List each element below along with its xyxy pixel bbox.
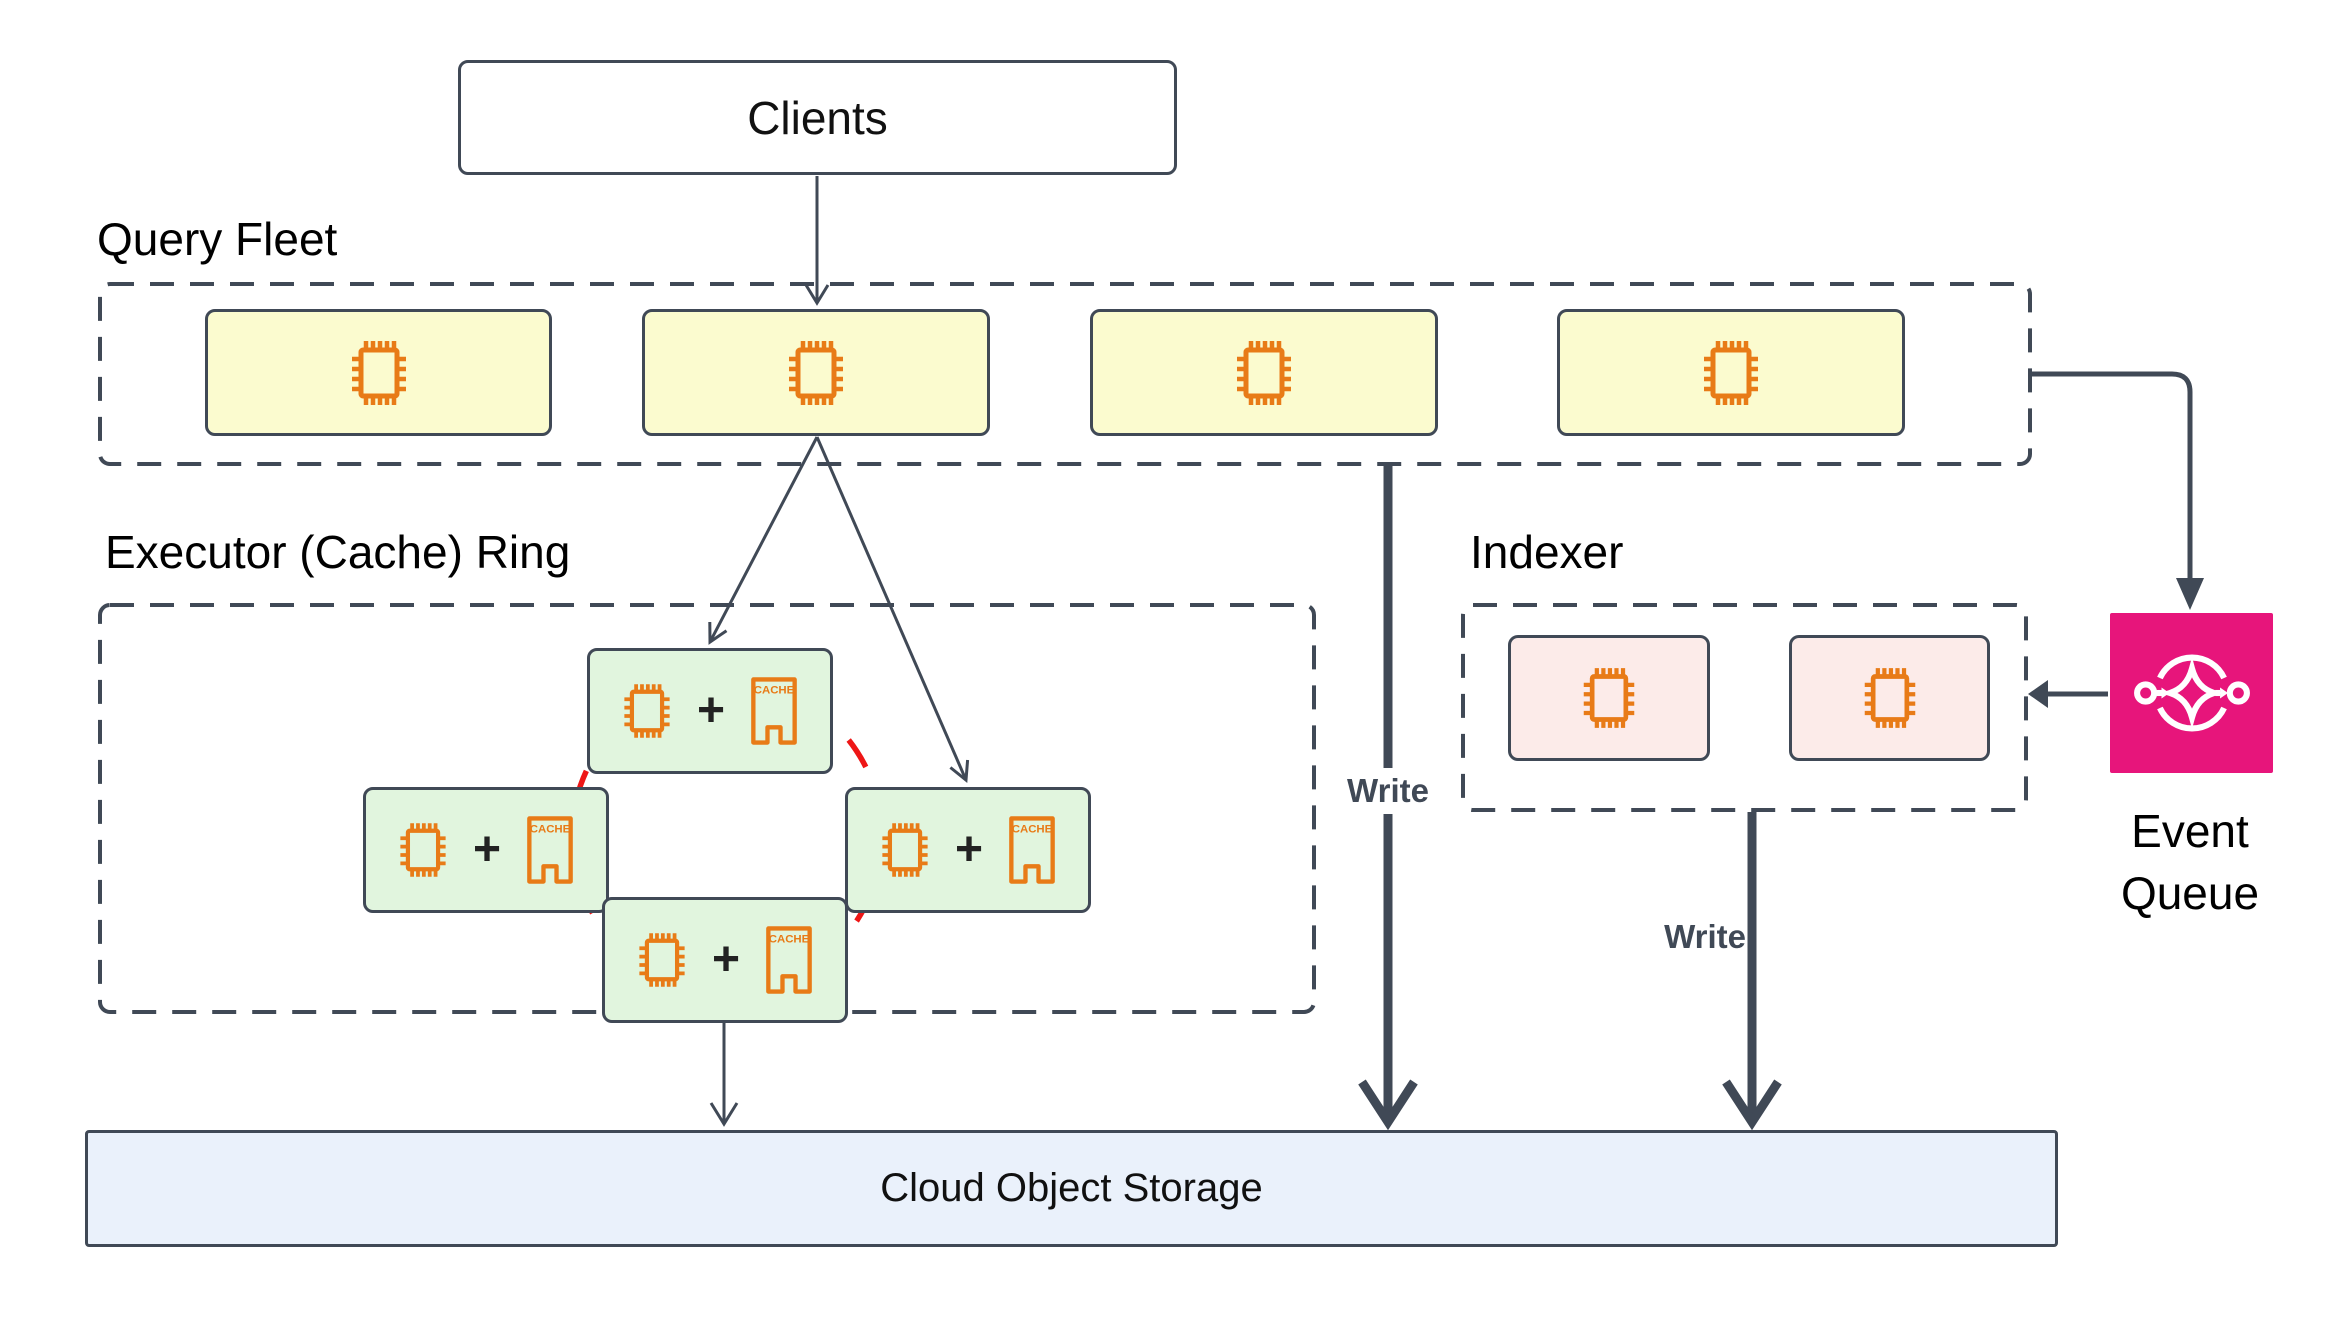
query-node-3 bbox=[1090, 309, 1438, 436]
write-label-indexer: Write bbox=[1664, 918, 1746, 955]
executor-node-bottom: + bbox=[602, 897, 848, 1023]
cpu-chip-icon bbox=[1700, 336, 1762, 410]
cpu-chip-icon bbox=[621, 680, 673, 742]
executor-node-top: + bbox=[587, 648, 833, 774]
executor-node-right: + bbox=[845, 787, 1091, 913]
indexer-node-2 bbox=[1789, 635, 1990, 761]
event-bus-icon bbox=[2133, 654, 2250, 732]
cache-icon bbox=[525, 815, 575, 885]
edge-clients-to-query-fleet bbox=[804, 176, 830, 306]
event-queue-label: Event Queue bbox=[2120, 805, 2260, 920]
executor-ring-title: Executor (Cache) Ring bbox=[105, 526, 571, 578]
query-fleet-title: Query Fleet bbox=[97, 213, 338, 265]
cpu-chip-icon bbox=[348, 336, 410, 410]
clients-node: Clients bbox=[458, 60, 1177, 175]
clients-label: Clients bbox=[747, 91, 888, 144]
cache-icon bbox=[764, 925, 814, 995]
edge-query-to-ring-top bbox=[708, 436, 819, 645]
query-node-2 bbox=[642, 309, 990, 436]
cloud-object-storage-node: Cloud Object Storage bbox=[85, 1130, 2058, 1247]
cpu-chip-icon bbox=[879, 819, 931, 881]
plus-sign: + bbox=[711, 933, 741, 986]
write-label-queryfleet: Write bbox=[1328, 768, 1448, 814]
cache-icon bbox=[1007, 815, 1057, 885]
edge-query-to-ring-right bbox=[815, 436, 970, 783]
plus-sign: + bbox=[954, 823, 984, 876]
edge-eventqueue-to-indexer bbox=[2028, 680, 2108, 708]
indexer-title: Indexer bbox=[1470, 526, 1624, 578]
query-node-1 bbox=[205, 309, 552, 436]
cache-icon bbox=[749, 676, 799, 746]
plus-sign: + bbox=[472, 823, 502, 876]
edge-indexer-write-to-storage bbox=[1722, 812, 1782, 1131]
event-queue-node bbox=[2110, 613, 2273, 773]
plus-sign: + bbox=[696, 684, 726, 737]
cpu-chip-icon bbox=[1233, 336, 1295, 410]
cpu-chip-icon bbox=[1861, 663, 1919, 733]
cloud-object-storage-label: Cloud Object Storage bbox=[880, 1166, 1263, 1210]
cpu-chip-icon bbox=[1580, 663, 1638, 733]
edge-queryfleet-to-eventqueue bbox=[2030, 371, 2204, 610]
edge-ring-to-storage bbox=[709, 1023, 739, 1127]
executor-node-left: + bbox=[363, 787, 609, 913]
indexer-node-1 bbox=[1508, 635, 1710, 761]
cpu-chip-icon bbox=[397, 819, 449, 881]
query-node-4 bbox=[1557, 309, 1905, 436]
indexer-container bbox=[1461, 603, 2028, 812]
cpu-chip-icon bbox=[785, 336, 847, 410]
cpu-chip-icon bbox=[636, 929, 688, 991]
